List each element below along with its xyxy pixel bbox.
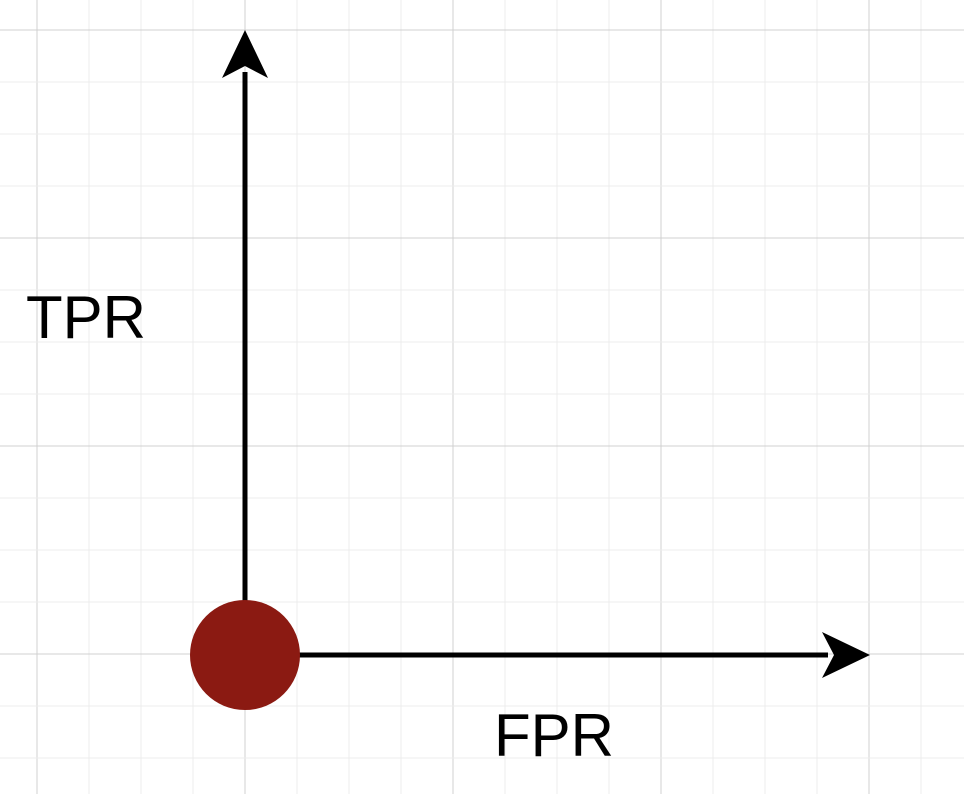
origin-point: [190, 600, 300, 710]
y-axis-label: TPR: [26, 284, 146, 351]
x-axis-arrowhead: [822, 632, 870, 678]
y-axis-arrowhead: [222, 30, 268, 78]
x-axis-label: FPR: [494, 702, 614, 769]
